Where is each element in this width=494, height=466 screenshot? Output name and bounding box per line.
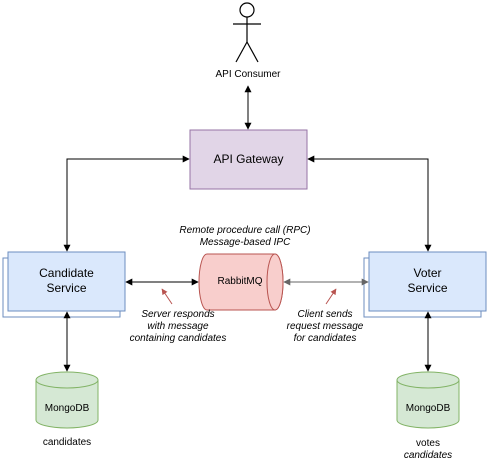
server-note-line3: containing candidates [129, 333, 227, 344]
mongodb-right-caption-line2: candidates [403, 450, 453, 461]
server-note-line2: with message [147, 321, 209, 332]
connector-gateway-candidate [63, 155, 190, 252]
voter-service-line1: Voter [413, 266, 442, 280]
rpc-note: Remote procedure call (RPC) Message-base… [170, 225, 320, 249]
client-note-line2: request message [286, 321, 364, 332]
voter-service-line2: Service [407, 281, 448, 295]
mongodb-right-cylinder[interactable] [396, 371, 460, 429]
rpc-note-line1: Remote procedure call (RPC) [179, 225, 311, 236]
mongodb-right-caption-line1: votes [416, 438, 440, 449]
client-note: Client sends request message for candida… [265, 309, 385, 345]
client-note-line3: for candidates [293, 333, 357, 344]
mongodb-left-caption: candidates [42, 437, 92, 448]
voter-service-label: Voter Service [369, 266, 486, 296]
client-annotation-arrow [325, 288, 337, 305]
api-consumer-label: API Consumer [215, 69, 281, 80]
rabbitmq-queue[interactable] [198, 253, 284, 311]
api-gateway-box[interactable] [189, 129, 308, 190]
server-note: Server responds with message containing … [118, 309, 238, 345]
rpc-note-line2: Message-based IPC [199, 237, 291, 248]
candidate-service-label: Candidate Service [8, 266, 125, 296]
voter-service-box[interactable] [363, 251, 487, 318]
connector-gateway-voter [307, 155, 432, 252]
candidate-service-line1: Candidate [39, 266, 94, 280]
candidate-service-box[interactable] [2, 251, 126, 318]
candidate-service-line2: Service [46, 281, 87, 295]
actor-icon [233, 2, 261, 63]
rabbitmq-label: RabbitMQ [217, 276, 263, 287]
mongodb-right-caption: votes candidates [378, 438, 478, 462]
mongodb-left-cylinder[interactable] [35, 371, 99, 429]
server-note-line1: Server responds [141, 309, 215, 320]
mongodb-left-label: MongoDB [44, 403, 90, 414]
client-note-line1: Client sends [297, 309, 353, 320]
server-annotation-arrow [161, 288, 173, 305]
mongodb-right-label: MongoDB [405, 403, 451, 414]
api-gateway-label: API Gateway [213, 152, 284, 166]
